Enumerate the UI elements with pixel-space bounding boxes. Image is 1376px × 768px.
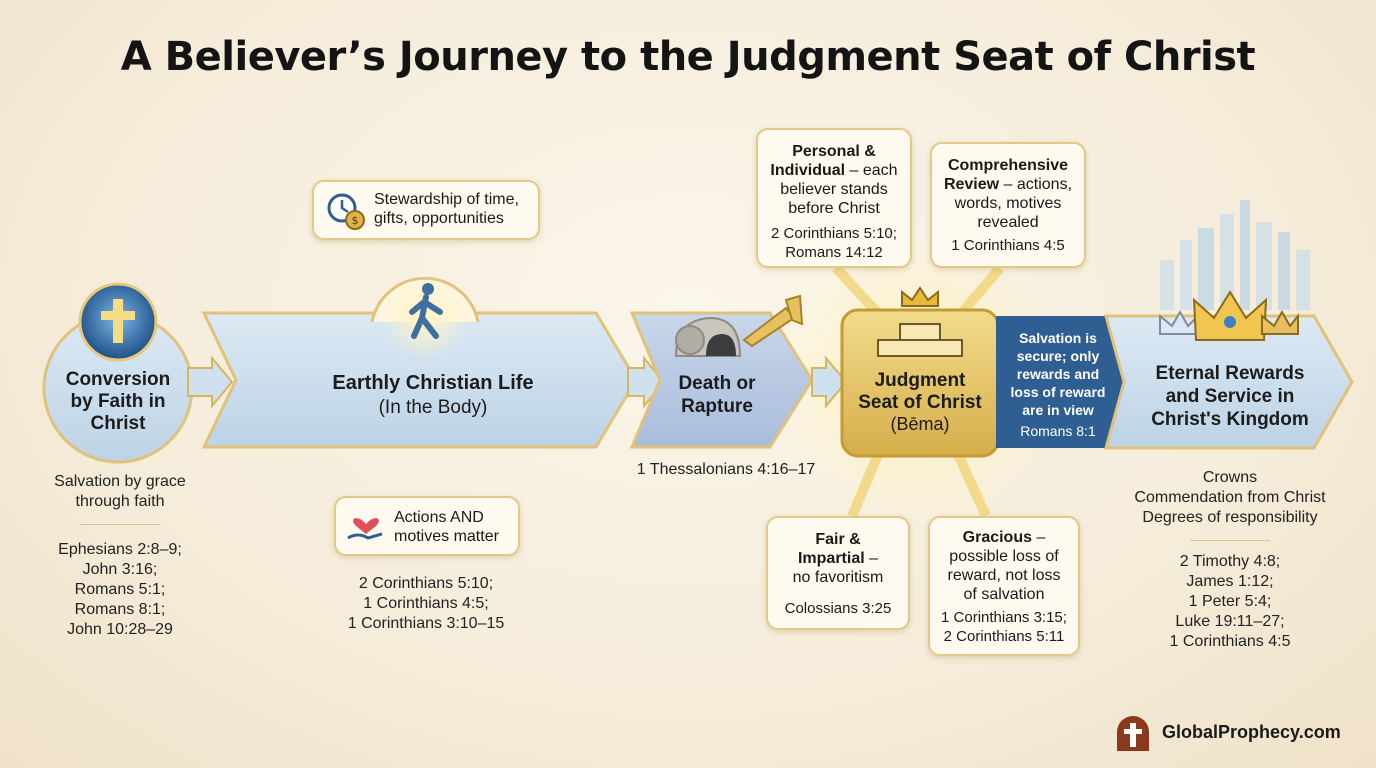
death-ref: 1 Thessalonians 4:16–17 (636, 461, 816, 478)
death-label: Death or Rapture (678, 373, 756, 417)
brand-name: GlobalProphecy.com (1162, 722, 1341, 742)
eternal-caption: Crowns Commendation from Christ Degrees … (1134, 469, 1326, 526)
fair-card: Fair & Impartial – no favoritism Colossi… (766, 516, 910, 630)
brand-logo[interactable]: GlobalProphecy.com (1114, 714, 1354, 752)
judgment-subtitle: (Bēma) (890, 414, 950, 434)
earthly-title: Earthly Christian Life (332, 372, 534, 394)
divider (80, 524, 160, 525)
eternal-refs: 2 Timothy 4:8; James 1:12; 1 Peter 5:4; … (1169, 553, 1291, 650)
earthly-chevron (201, 311, 638, 449)
svg-text:$: $ (352, 214, 359, 227)
eternal-chevron (1104, 314, 1354, 450)
personal-card: Personal & Individual – each believer st… (756, 128, 912, 268)
brand-cross-icon (1117, 716, 1149, 751)
stewardship-card: Stewardship of time, gifts, opportunitie… (312, 180, 540, 240)
eternal-label: Eternal Rewards and Service in Christ's … (1151, 363, 1309, 430)
conversion-label: Conversion by Faith in Christ (65, 369, 171, 434)
conversion-caption: Salvation by grace through faith (54, 473, 186, 510)
city-icon (1160, 200, 1310, 310)
gracious-card: Gracious – possible loss of reward, not … (928, 516, 1080, 656)
salvation-note-arrow (996, 316, 1146, 448)
conversion-refs: Ephesians 2:8–9; John 3:16; Romans 5:1; … (58, 541, 182, 638)
bema-seat-icon (877, 339, 963, 357)
salvation-note-ref: Romans 8:1 (1020, 423, 1096, 439)
arrow-icon (187, 355, 234, 409)
walker-icon (422, 283, 434, 295)
earthly-subtitle: (In the Body) (378, 397, 488, 418)
earthly-refs: 2 Corinthians 5:10; 1 Corinthians 4:5; 1… (347, 575, 505, 632)
heart-hand-icon (347, 518, 383, 540)
salvation-note: Salvation is secure; only rewards and lo… (1010, 330, 1106, 418)
crown-icon (901, 286, 939, 307)
page-title: A Believer’s Journey to the Judgment Sea… (120, 34, 1256, 80)
comprehensive-card: Comprehensive Review – actions, words, m… (930, 142, 1086, 268)
judgment-label: Judgment Seat of Christ (858, 370, 982, 413)
motives-card: Actions AND motives matter (334, 496, 520, 556)
divider (1190, 540, 1270, 541)
cross-icon (113, 299, 123, 343)
clock-icon: $ (327, 193, 365, 230)
